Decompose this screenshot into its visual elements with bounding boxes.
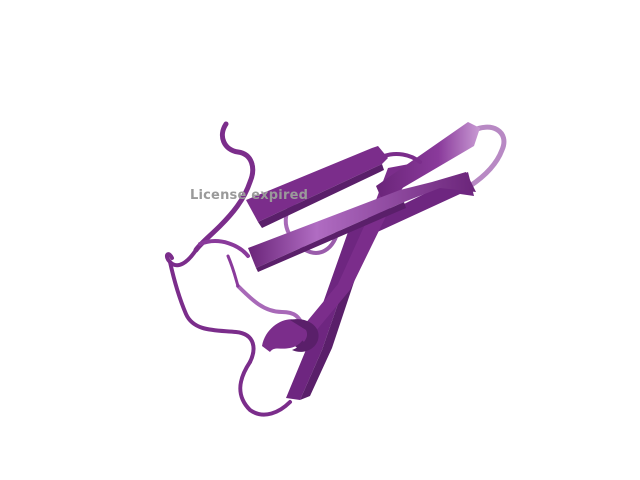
coil-top-link: [382, 152, 422, 164]
beta-strand-upper-right: [376, 122, 480, 200]
coil-n-terminus: [193, 121, 256, 253]
coil-left-loop: [164, 239, 292, 417]
helix-turn: [262, 319, 319, 352]
license-watermark: License expired: [190, 188, 309, 203]
beta-strand-front: [248, 172, 476, 272]
beta-strand-top: [246, 146, 388, 228]
